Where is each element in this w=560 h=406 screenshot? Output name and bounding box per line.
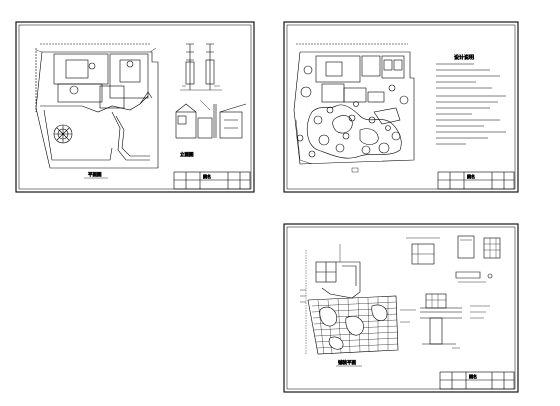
- sheet-1-site-plan: [35, 43, 159, 169]
- sheet-2-notes-list: [436, 63, 506, 145]
- sheet-2: 设计说明 图名: [283, 21, 519, 193]
- sheet-2-notes-heading: 设计说明: [454, 54, 474, 61]
- sheet-3-plan-caption: 铺装平面: [338, 359, 356, 366]
- sheet-2-title-block: [437, 171, 515, 190]
- sheet-3-title-block: [439, 371, 515, 390]
- sheet-2-title-block-label: 图名: [467, 173, 475, 179]
- sheet-3-construction-details: [406, 235, 501, 349]
- sheet-3-paving-plan: [300, 244, 416, 355]
- sheet-2-planting-plan: [293, 43, 415, 173]
- sheet-1-elevation: [175, 99, 247, 139]
- sheet-1: 平面图 立面图 图名: [15, 21, 255, 193]
- sheet-1-elevation-caption: 立面图: [180, 151, 194, 158]
- sheet-1-title-block: [173, 171, 251, 190]
- sheet-1-title-block-label: 图名: [203, 173, 211, 179]
- sheet-1-plan-caption: 平面图: [88, 172, 102, 178]
- sheet-3: 铺装平面 图名: [283, 223, 519, 393]
- sheet-3-title-block-label: 图名: [469, 373, 477, 379]
- sheet-1-detail-sections: [180, 43, 222, 91]
